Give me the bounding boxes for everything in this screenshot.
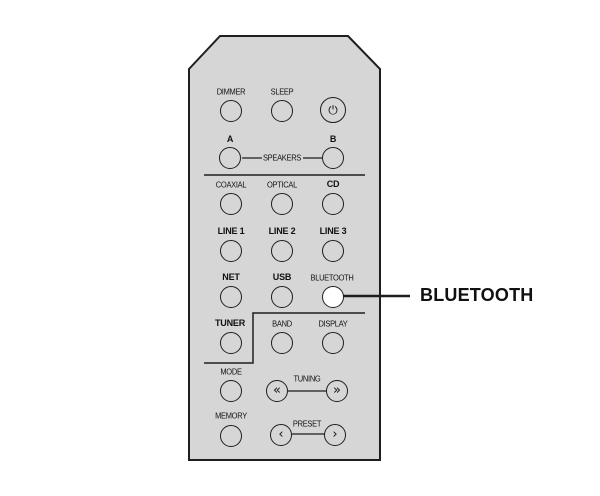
line3-button[interactable] xyxy=(322,240,344,262)
dimmer-label: DIMMER xyxy=(216,86,246,97)
line3-label: LINE 3 xyxy=(319,226,347,236)
net-button[interactable] xyxy=(220,286,242,308)
display-label: DISPLAY xyxy=(318,318,348,329)
double-chevron-left-icon: « xyxy=(273,383,281,398)
cd-button[interactable] xyxy=(322,193,344,215)
speakers-b-button[interactable] xyxy=(322,147,344,169)
tuner-label: TUNER xyxy=(215,318,245,328)
speakers-a-button[interactable] xyxy=(219,147,241,169)
coaxial-label: COAXIAL xyxy=(215,179,247,190)
bluetooth-button[interactable] xyxy=(322,286,344,308)
usb-button[interactable] xyxy=(271,286,293,308)
display-button[interactable] xyxy=(322,332,344,354)
mode-button[interactable] xyxy=(220,380,242,402)
speakers-b-label: B xyxy=(329,134,337,144)
usb-label: USB xyxy=(272,272,292,282)
tuner-button[interactable] xyxy=(220,332,242,354)
power-icon: ⏻ xyxy=(328,102,338,117)
sleep-label: SLEEP xyxy=(270,86,294,97)
speakers-a-label: A xyxy=(226,134,234,144)
double-chevron-right-icon: » xyxy=(333,383,341,398)
optical-label: OPTICAL xyxy=(267,179,297,190)
net-label: NET xyxy=(222,272,240,282)
chevron-left-icon: ‹ xyxy=(278,427,284,442)
chevron-right-icon: › xyxy=(332,427,338,442)
cd-label: CD xyxy=(326,179,340,189)
preset-label: PRESET xyxy=(292,418,322,429)
band-button[interactable] xyxy=(271,332,293,354)
line2-label: LINE 2 xyxy=(268,226,296,236)
line1-label: LINE 1 xyxy=(217,226,245,236)
preset-up-button[interactable]: › xyxy=(324,424,346,446)
optical-button[interactable] xyxy=(271,193,293,215)
dimmer-button[interactable] xyxy=(220,100,242,122)
band-label: BAND xyxy=(272,318,292,329)
tuning-down-button[interactable]: « xyxy=(266,380,288,402)
bluetooth-callout-label: BLUETOOTH xyxy=(420,285,534,305)
mode-label: MODE xyxy=(220,366,242,377)
tuning-label: TUNING xyxy=(293,373,321,384)
preset-down-button[interactable]: ‹ xyxy=(270,424,292,446)
line1-button[interactable] xyxy=(220,240,242,262)
coaxial-button[interactable] xyxy=(220,193,242,215)
tuning-up-button[interactable]: » xyxy=(326,380,348,402)
bluetooth-small-label: BLUETOOTH xyxy=(310,272,354,283)
power-button[interactable]: ⏻ xyxy=(320,97,346,123)
sleep-button[interactable] xyxy=(271,100,293,122)
line2-button[interactable] xyxy=(271,240,293,262)
memory-label: MEMORY xyxy=(215,410,247,421)
speakers-label: SPEAKERS xyxy=(262,152,302,163)
memory-button[interactable] xyxy=(220,425,242,447)
